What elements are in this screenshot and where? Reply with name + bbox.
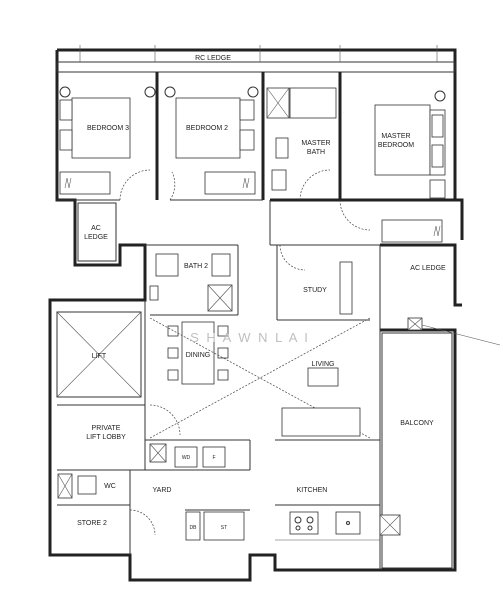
ac-ledge-left: AC LEDGE: [77, 202, 117, 262]
living-label: LIVING: [312, 361, 335, 368]
kitchen-sink: [335, 511, 361, 535]
watermark: S H A W N L A I: [190, 330, 310, 345]
living: LIVING: [149, 317, 371, 439]
toilet-wc: [77, 475, 97, 495]
lift: LIFT: [56, 311, 142, 398]
store-2-label: STORE 2: [77, 520, 107, 527]
db-label: DB: [190, 525, 198, 531]
study-label: STUDY: [303, 287, 327, 294]
sink-bath-2: [211, 253, 231, 277]
master-bedroom-label-2: BEDROOM: [378, 142, 414, 149]
rc-ledge: RC LEDGE: [56, 45, 456, 73]
master-bath-label-2: BATH: [307, 149, 325, 156]
sink-master-bath: [271, 169, 287, 191]
yard-label: YARD: [153, 487, 172, 494]
ac-ledge-right: AC LEDGE: [407, 265, 501, 346]
bedroom-3-label: BEDROOM 3: [87, 125, 129, 132]
study: STUDY: [279, 244, 353, 315]
balcony: BALCONY: [379, 332, 453, 569]
toilet-master-bath: [275, 137, 289, 159]
private-lift-lobby: PRIVATE LIFT LOBBY: [86, 404, 181, 441]
bed-bedroom-2: [175, 97, 241, 159]
interior-walls: [57, 72, 381, 570]
wc-label: WC: [104, 483, 116, 490]
bath-2-label: BATH 2: [184, 263, 208, 270]
st-label: ST: [221, 525, 227, 531]
dining: DINING: [167, 321, 229, 385]
st-cabinet: [203, 511, 245, 541]
ac-ledge-right-label: AC LEDGE: [410, 265, 446, 272]
wc: WC: [57, 473, 116, 499]
master-bedroom-label-1: MASTER: [381, 133, 410, 140]
coffee-table: [307, 367, 339, 387]
dining-label: DINING: [186, 352, 211, 359]
kitchen: KITCHEN: [275, 487, 380, 541]
bedroom-2-label: BEDROOM 2: [186, 125, 228, 132]
yard: WD F YARD: [149, 443, 226, 494]
store-2: STORE 2 DB ST: [77, 509, 245, 541]
private-lift-lobby-label-2: LIFT LOBBY: [86, 434, 126, 441]
kitchen-label: KITCHEN: [297, 487, 328, 494]
balcony-label: BALCONY: [400, 420, 434, 427]
f-label: F: [212, 455, 215, 461]
lift-label: LIFT: [92, 353, 107, 360]
stove: [289, 511, 319, 535]
master-bedroom: MASTER BEDROOM: [339, 90, 446, 243]
fridge: [202, 446, 226, 468]
study-desk: [339, 261, 353, 315]
ac-ledge-left-label-1: AC: [91, 225, 101, 232]
private-lift-lobby-label-1: PRIVATE: [92, 425, 121, 432]
master-bath: MASTER BATH: [266, 87, 337, 201]
toilet-bath-2: [155, 253, 179, 277]
bath-2: BATH 2: [149, 253, 233, 312]
master-bath-label-1: MASTER: [301, 140, 330, 147]
bed-bedroom-3: [71, 97, 131, 159]
ac-ledge-left-label-2: LEDGE: [84, 234, 108, 241]
dining-table: [181, 321, 215, 385]
bed-master-bedroom: [374, 104, 431, 176]
bedroom-2: BEDROOM 2: [164, 86, 259, 201]
washer-dryer: [174, 446, 198, 468]
bedroom-3: BEDROOM 3: [59, 86, 156, 201]
db-cabinet: [185, 511, 201, 541]
sofa: [281, 407, 361, 437]
rc-ledge-label: RC LEDGE: [195, 55, 231, 62]
wd-label: WD: [182, 455, 191, 461]
